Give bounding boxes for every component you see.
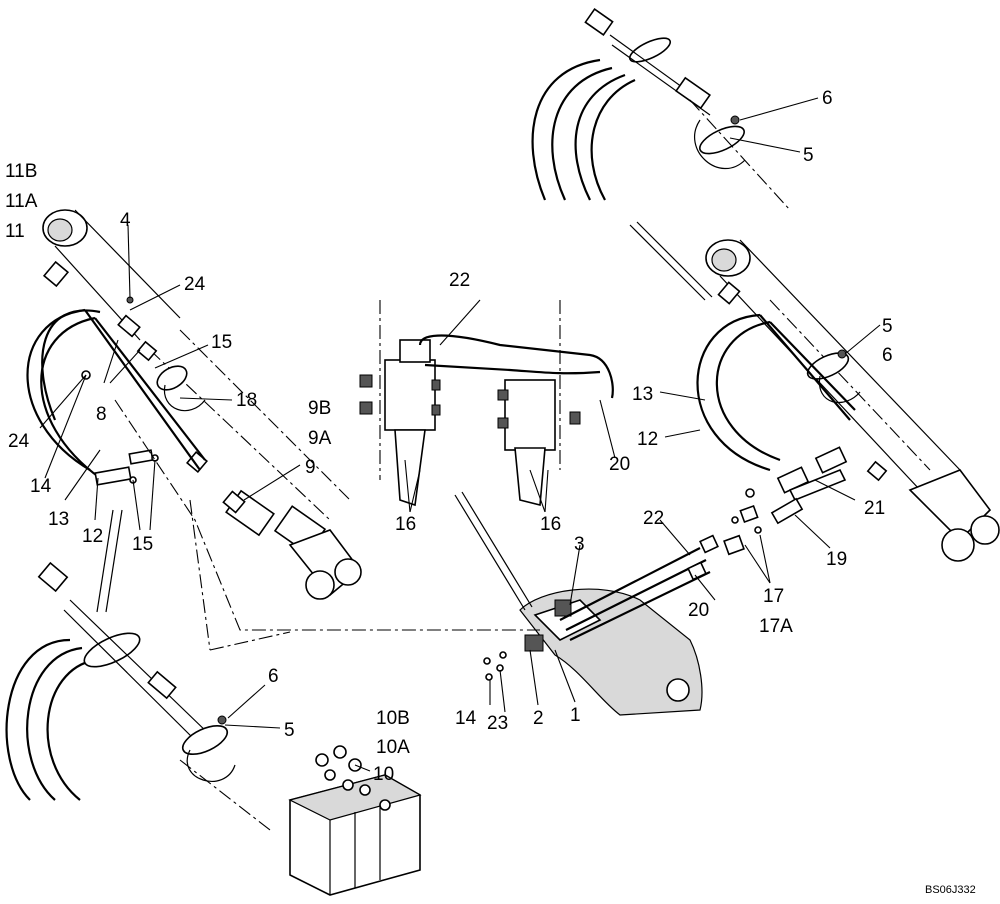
callout-5-top: 5	[803, 145, 814, 166]
callout-9: 9	[305, 457, 316, 478]
callout-1: 1	[570, 705, 581, 726]
callout-22-lower: 22	[643, 508, 664, 529]
detail-bottom-left	[5, 561, 271, 831]
left-hose-loop	[26, 308, 206, 486]
callout-14-left: 14	[30, 476, 52, 497]
leader-lines	[39, 97, 881, 772]
detail-top-right	[531, 8, 791, 211]
callout-labels: 6 5 11B 11A 11 4 24 15 8 18 24 9B 9A 9 1…	[5, 88, 893, 785]
callout-6-top: 6	[822, 88, 833, 109]
callout-10b: 10B	[376, 708, 410, 729]
callout-11b: 11B	[5, 161, 37, 182]
callout-12-left: 12	[82, 526, 103, 547]
callout-10a: 10A	[376, 737, 410, 758]
callout-16-right: 16	[540, 514, 561, 535]
callout-13-right: 13	[632, 384, 653, 405]
callout-11a: 11A	[5, 191, 38, 212]
callout-21: 21	[864, 498, 885, 519]
center-upper-bracket	[359, 300, 614, 507]
callout-17a: 17A	[759, 616, 793, 637]
callout-18: 18	[236, 390, 257, 411]
callout-20-upper: 20	[609, 454, 630, 475]
callout-5-bottom: 5	[284, 720, 295, 741]
callout-19: 19	[826, 549, 847, 570]
callout-4: 4	[120, 210, 131, 231]
callout-24-upper: 24	[184, 274, 206, 295]
callout-14-center: 14	[455, 708, 477, 729]
callout-11: 11	[5, 221, 25, 242]
callout-23: 23	[487, 713, 508, 734]
routing-lines	[96, 221, 713, 651]
callout-13-left: 13	[48, 509, 69, 530]
callout-8: 8	[96, 404, 107, 425]
callout-15-lower: 15	[132, 534, 153, 555]
callout-15-upper: 15	[211, 332, 232, 353]
callout-24-lower: 24	[8, 431, 30, 452]
callout-20-lower: 20	[688, 600, 709, 621]
callout-10: 10	[373, 764, 394, 785]
callout-2: 2	[533, 708, 544, 729]
callout-6-right: 6	[882, 345, 893, 366]
drawing-code: BS06J332	[925, 884, 976, 896]
center-lower-chassis	[483, 488, 762, 716]
callout-5-right: 5	[882, 316, 893, 337]
left-cylinder-assembly	[42, 209, 362, 600]
callout-16-left: 16	[395, 514, 416, 535]
callout-6-bottom: 6	[268, 666, 279, 687]
control-valve-block	[288, 745, 422, 896]
callout-22-upper: 22	[449, 270, 470, 291]
callout-9b: 9B	[308, 398, 331, 419]
callout-17: 17	[763, 586, 784, 607]
callout-12-right: 12	[637, 429, 658, 450]
right-cylinder-assembly	[705, 239, 1000, 562]
callout-9a: 9A	[308, 428, 332, 449]
callout-3: 3	[574, 534, 585, 555]
right-hose-loop	[696, 313, 856, 525]
